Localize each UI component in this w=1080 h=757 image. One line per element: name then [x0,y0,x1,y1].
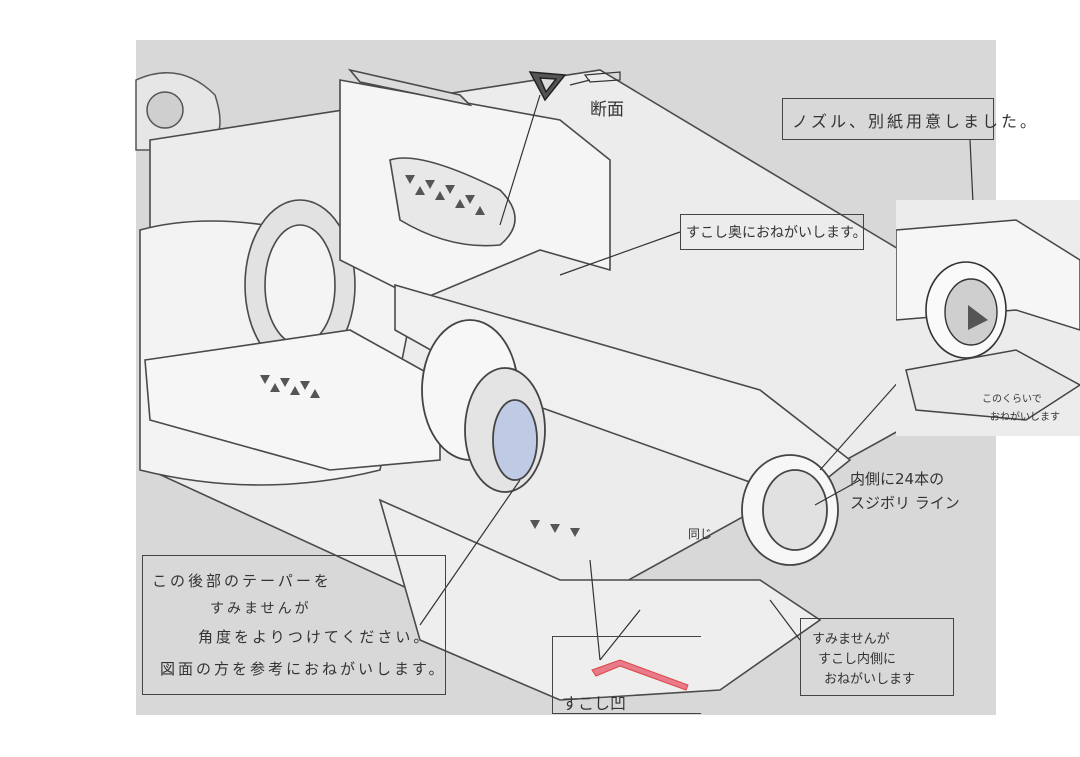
cross-section-label: 断面 [590,100,624,120]
inside-note-3: おねがいします [824,672,916,687]
inset-note-1: このくらいで [982,394,1042,405]
inner-lines-note-2: スジボリ ライン [850,494,960,512]
engine-ring [421,319,546,493]
nozzle-ring [741,454,839,566]
nozzle-note: ノズル、別紙用意しました。 [792,112,1040,131]
inside-note-1: すみませんが [812,632,890,647]
inner-lines-note-1: 内側に24本の [850,470,945,488]
slightly-back-box [680,214,864,250]
inset-note-2: おねがいします [990,412,1060,423]
nozzle-detail-drawing [896,219,1080,421]
lower-wing [144,329,441,471]
section-triangle-icon [528,71,567,102]
concave-highlight [591,659,689,691]
chassis-triangles [530,520,580,537]
fin-triangles [405,175,485,215]
rear-taper-note-1: この後部のテーパーを [152,572,332,590]
wing-triangles [260,375,320,398]
concave-note: すこし凹 [562,694,627,713]
upper-fin [339,68,611,301]
lower-chassis [378,498,822,701]
inside-note-2: すこし内側に [818,652,897,667]
concave-box [552,636,701,714]
rear-taper-note-4: 図面の方を参考におねがいします。 [160,660,447,678]
rear-taper-note-2: すみませんが [210,601,312,617]
rear-taper-note-3: 角度をよりつけてください。 [198,628,432,646]
nozzle-detail-inset [896,200,1080,436]
rear-taper-box [142,555,446,695]
inside-note-box [800,618,954,696]
nozzle-note-box [782,98,994,140]
same-label: 同じ [688,527,713,541]
section-profile-icon [583,71,621,83]
slightly-back-note: すこし奥におねがいします。 [686,225,867,241]
